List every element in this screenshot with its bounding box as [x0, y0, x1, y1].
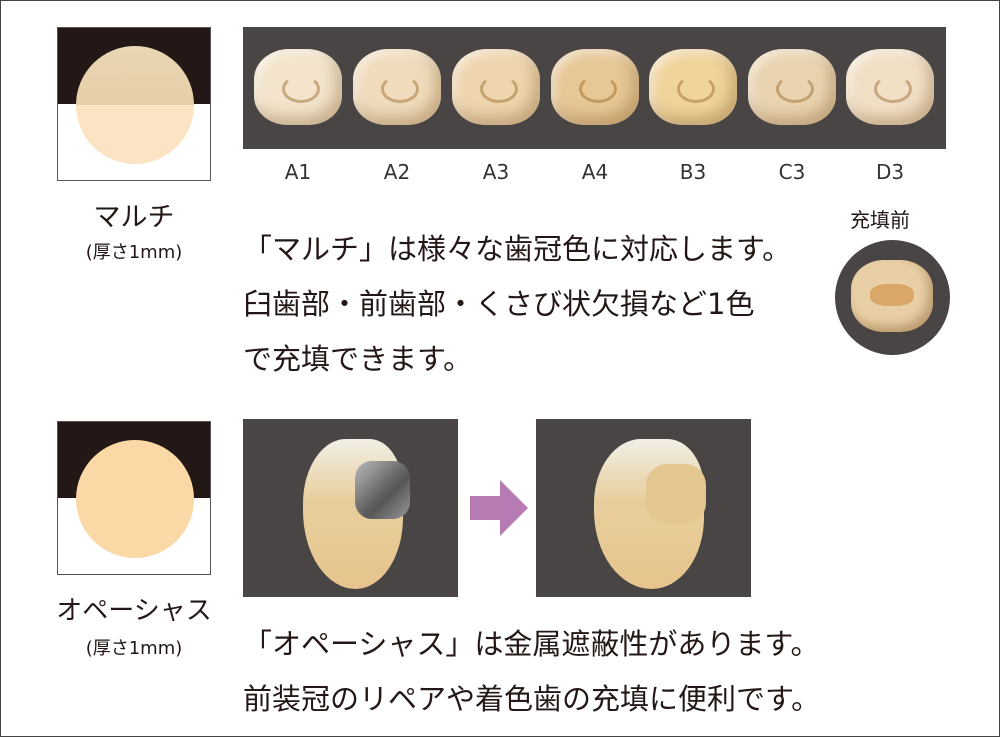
- shade-label-A4: A4: [581, 160, 609, 184]
- shade-label-B3: B3: [679, 160, 707, 184]
- tooth-B3: [649, 49, 737, 125]
- multi-thickness: (厚さ1mm): [85, 242, 183, 263]
- before-repair-photo: [243, 419, 458, 597]
- before-label: 充填前: [850, 208, 910, 232]
- shade-teeth-panel: [243, 27, 946, 149]
- shade-label-C3: C3: [778, 160, 806, 184]
- shade-label-A3: A3: [482, 160, 510, 184]
- shade-label-D3: D3: [875, 160, 905, 184]
- tooth-A3: [452, 49, 540, 125]
- opacious-swatch: [57, 421, 211, 575]
- tooth-A4: [551, 49, 639, 125]
- tooth-C3: [748, 49, 836, 125]
- arrow-right-icon: [470, 480, 528, 536]
- shade-label-A1: A1: [284, 160, 312, 184]
- multi-name: マルチ: [93, 202, 175, 233]
- multi-line-2: 臼歯部・前歯部・くさび状欠損など1色: [243, 287, 755, 321]
- multi-line-1: 「マルチ」は様々な歯冠色に対応します。: [243, 232, 792, 266]
- metal-crown: [355, 461, 410, 519]
- after-repair-photo: [536, 419, 751, 597]
- opacious-thickness: (厚さ1mm): [85, 638, 183, 659]
- opacious-line-2: 前装冠のリペアや着色歯の充填に便利です。: [243, 682, 821, 716]
- tooth-A1: [254, 49, 342, 125]
- shade-label-A2: A2: [383, 160, 411, 184]
- opacious-line-1: 「オペーシャス」は金属遮蔽性があります。: [243, 627, 820, 661]
- multi-line-3: で充填できます。: [243, 342, 473, 376]
- opacious-disc: [76, 440, 194, 558]
- multi-disc: [76, 46, 194, 164]
- opacious-name: オペーシャス: [56, 596, 212, 626]
- multi-swatch: [57, 27, 211, 181]
- tooth-A2: [353, 49, 441, 125]
- resin-fill: [646, 464, 706, 524]
- before-filling-photo: [835, 240, 950, 355]
- tooth-D3: [846, 49, 934, 125]
